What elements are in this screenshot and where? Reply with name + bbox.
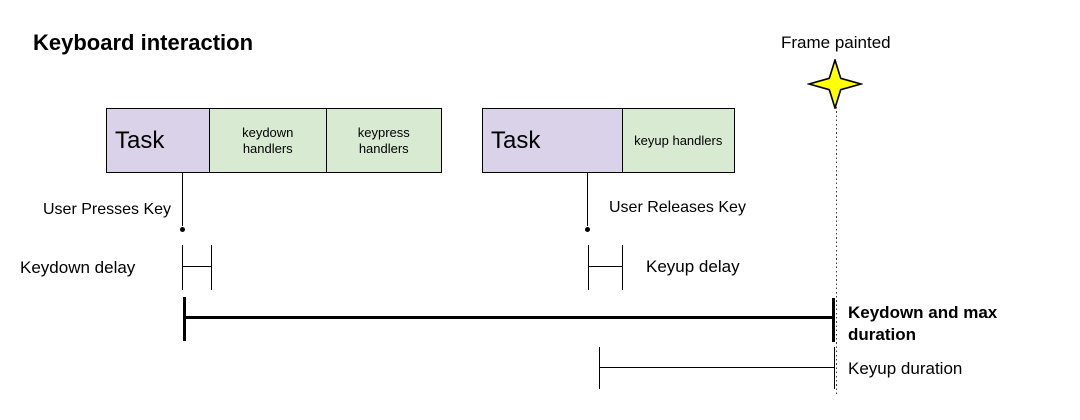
keyup-handlers-label: keyup handlers [634, 132, 723, 148]
user-presses-key-label: User Presses Key [43, 201, 172, 218]
keydown-delay-label: Keydown delay [20, 258, 136, 277]
bracket-left-tick [182, 245, 183, 290]
user-releases-key-label: User Releases Key [609, 199, 746, 216]
frame-painted-guide-line [835, 107, 838, 396]
keyup-task-box: Task [482, 108, 623, 173]
keyup-delay-label: Keyup delay [646, 257, 740, 276]
span-right-tick [831, 298, 835, 342]
span-line [183, 316, 834, 319]
diagram-title: Keyboard interaction [33, 30, 254, 55]
span-right-tick [833, 347, 835, 389]
span-line [599, 367, 835, 368]
keyup-duration-label: Keyup duration [848, 359, 963, 378]
keydown-handlers-box: keydown handlers [208, 108, 327, 173]
user-presses-arrow-line [182, 173, 183, 226]
span-left-tick [183, 297, 186, 341]
bracket-right-tick [621, 245, 623, 290]
span-left-tick [599, 347, 600, 389]
four-point-star-icon [807, 59, 863, 109]
user-presses-arrow-dot [180, 227, 185, 232]
keyup-handlers-box: keyup handlers [621, 108, 735, 173]
bracket-left-tick [588, 245, 589, 290]
task-label: Task [115, 126, 165, 154]
keypress-handlers-box: keypress handlers [325, 108, 442, 173]
task-label: Task [491, 126, 541, 154]
keydown-handlers-label: keydown handlers [242, 124, 294, 156]
bracket-right-tick [210, 245, 212, 290]
bracket-connector [182, 266, 212, 267]
user-releases-arrow-dot [585, 227, 590, 232]
user-releases-arrow-line [587, 173, 588, 226]
keydown-task-box: Task [106, 108, 210, 173]
frame-painted-label: Frame painted [781, 33, 891, 52]
bracket-connector [588, 266, 623, 267]
keydown-max-duration-label: Keydown and max duration [848, 303, 998, 344]
keypress-handlers-label: keypress handlers [357, 124, 410, 156]
